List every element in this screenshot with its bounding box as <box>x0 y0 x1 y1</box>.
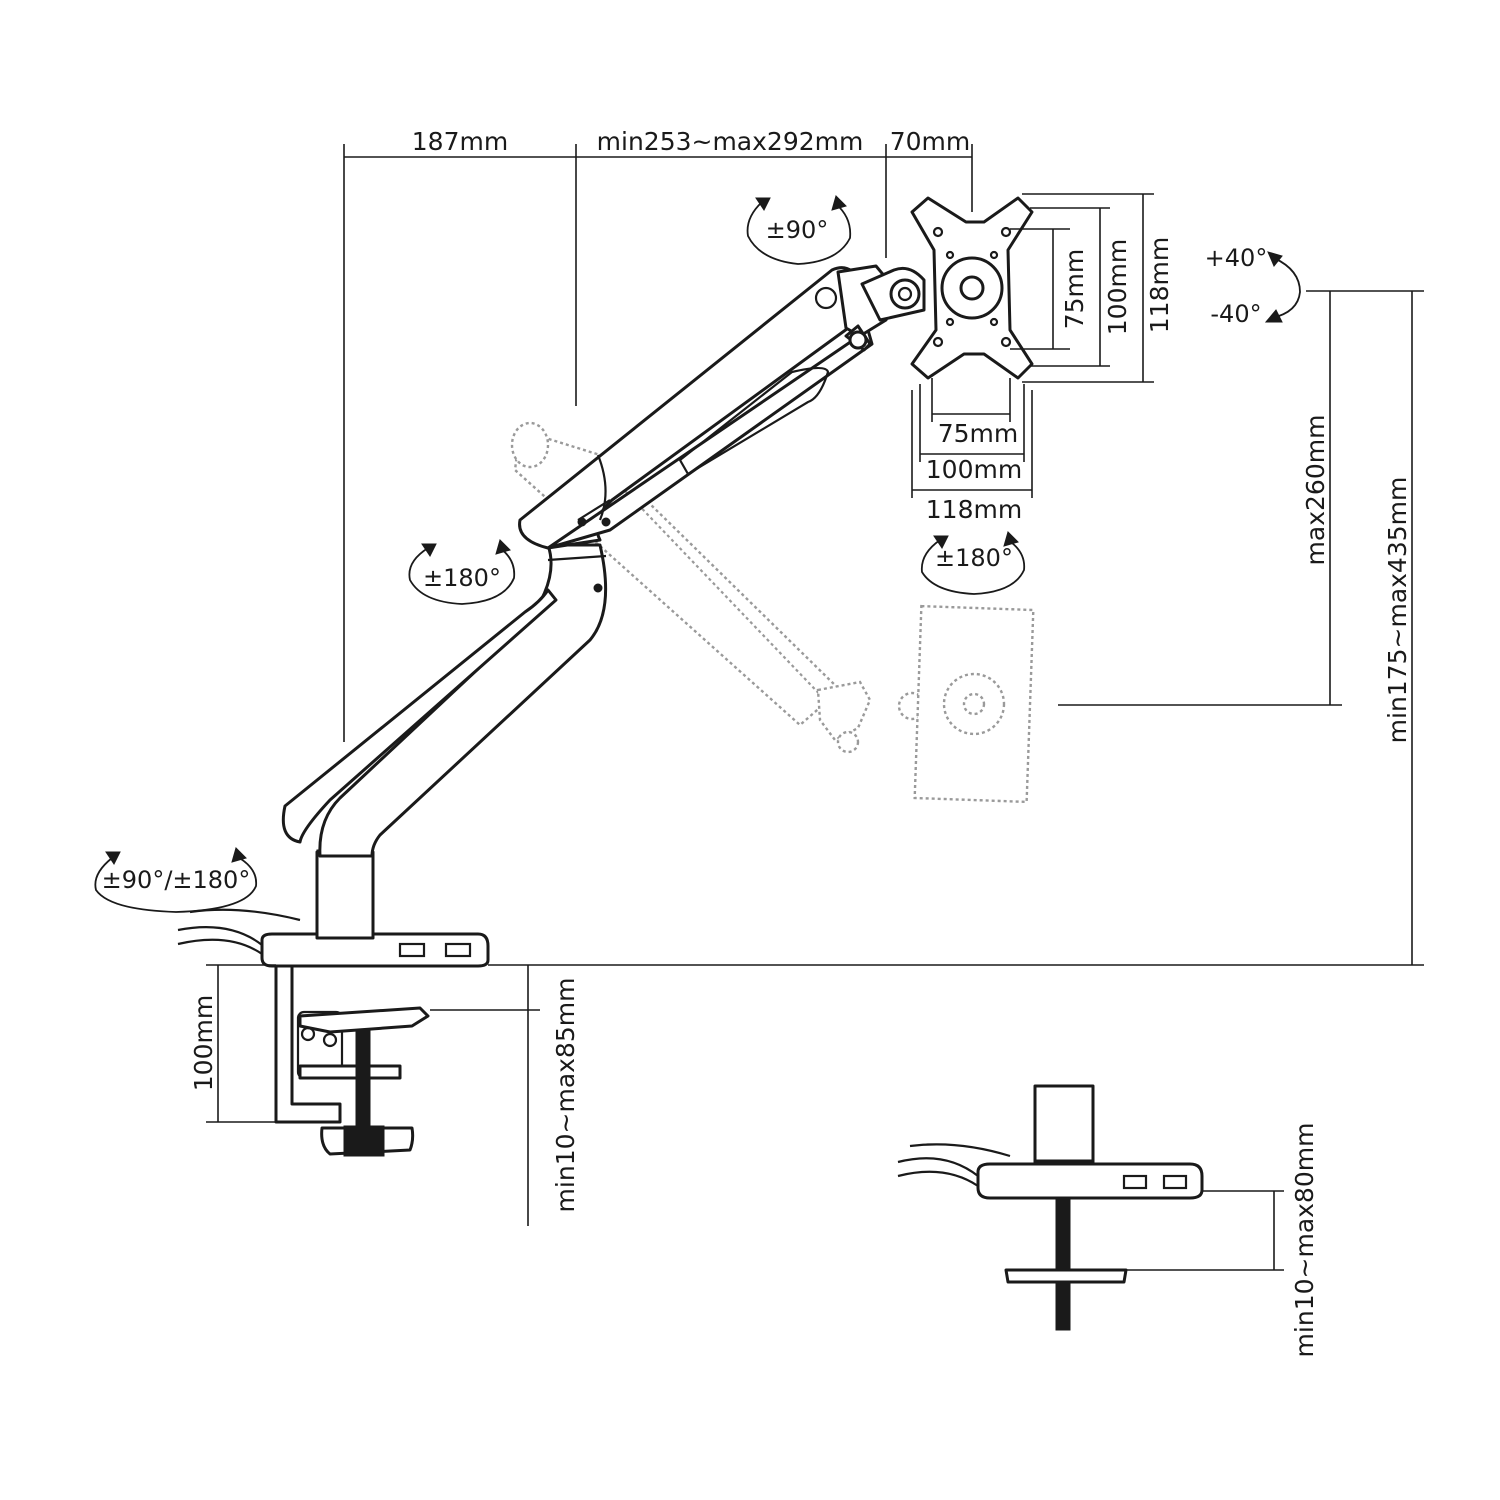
dimension-lines <box>206 144 1424 1271</box>
label-height-adjust: max260mm <box>1301 415 1330 566</box>
label-head-rotation: ±180° <box>935 544 1013 572</box>
grommet-inset <box>897 1084 1204 1331</box>
lower-arm <box>281 543 608 858</box>
label-vesa-vertical-100: 100mm <box>1103 239 1132 335</box>
label-grommet-range: min10~max80mm <box>1290 1123 1319 1358</box>
label-total-height: min175~max435mm <box>1383 477 1412 744</box>
labels: 187mm min253~max292mm 70mm 75mm 100mm 11… <box>102 127 1412 1357</box>
label-arm-extension: min253~max292mm <box>597 127 864 156</box>
label-tilt-down: -40° <box>1210 300 1261 328</box>
label-head-offset: 70mm <box>890 127 971 156</box>
clamp-base <box>177 849 490 1157</box>
label-vesa-vertical-75: 75mm <box>1060 249 1089 330</box>
label-arm-base-offset: 187mm <box>412 127 508 156</box>
upper-arm <box>518 266 874 550</box>
label-tilt-up: +40° <box>1205 244 1268 272</box>
label-clamp-range: min10~max85mm <box>551 978 580 1213</box>
label-vesa-vertical-118: 118mm <box>1145 237 1174 333</box>
label-arm-rotation: ±180° <box>423 564 501 592</box>
label-vesa-horizontal-75: 75mm <box>938 419 1019 448</box>
label-base-rotation: ±90°/±180° <box>102 866 251 894</box>
label-vesa-horizontal-118: 118mm <box>926 495 1022 524</box>
vesa-plate <box>910 196 1034 380</box>
label-vesa-horizontal-100: 100mm <box>926 455 1022 484</box>
label-clamp-height: 100mm <box>189 995 218 1091</box>
rotation-arrows <box>94 195 1301 913</box>
tilt-head <box>836 264 926 352</box>
label-head-swivel: ±90° <box>766 216 829 244</box>
